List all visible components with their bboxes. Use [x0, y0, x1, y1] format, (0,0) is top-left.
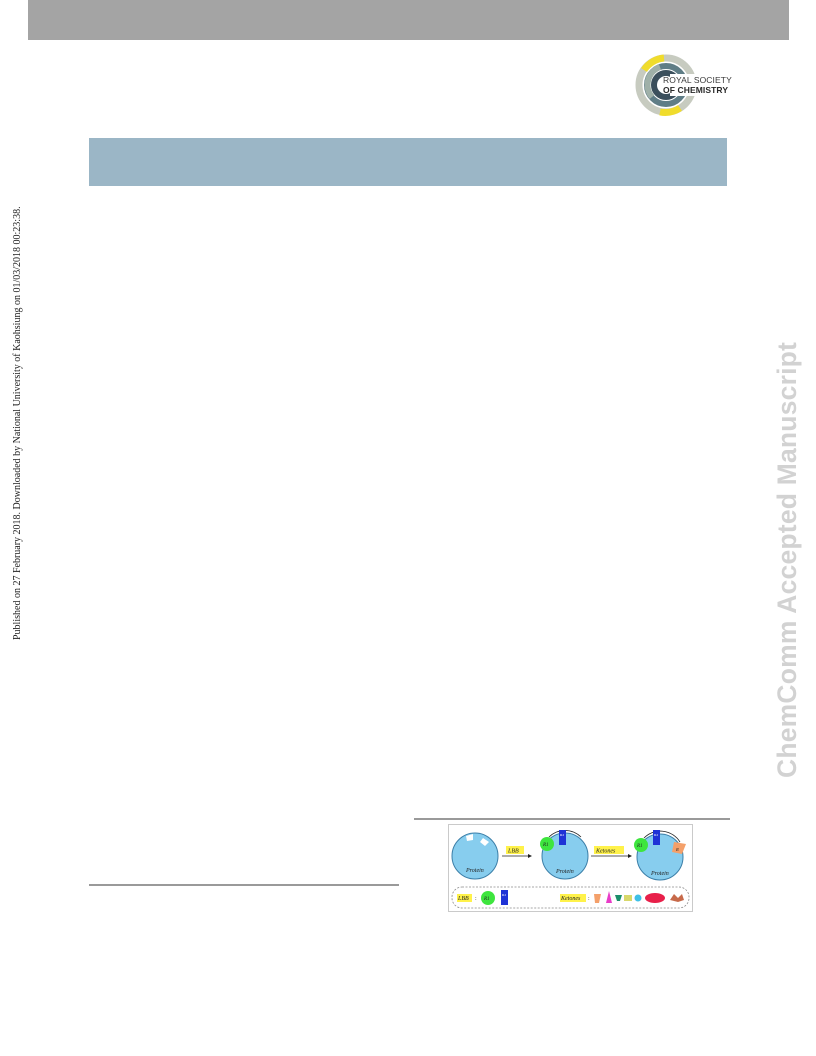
arrow-head-2-icon	[628, 854, 632, 858]
r2-label-2: R2	[654, 833, 658, 837]
column-divider-rule	[89, 884, 399, 886]
r1-label-2: R1	[636, 844, 643, 849]
legend-r2-icon	[501, 890, 508, 905]
protein-label-3: Protein	[650, 871, 669, 877]
r1-group-icon	[540, 837, 554, 851]
step-1-label: LBB	[507, 849, 519, 855]
ketone-shape-1-icon	[594, 894, 601, 903]
logo-line-1: ROYAL SOCIETY	[663, 75, 732, 85]
legend-colon-1: :	[475, 896, 477, 902]
legend-r1-icon	[481, 891, 495, 905]
r2-group-icon	[653, 830, 660, 845]
legend-ketones-label: Ketones	[560, 896, 581, 902]
rsc-logo-text: ROYAL SOCIETY OF CHEMISTRY	[663, 75, 732, 95]
accepted-manuscript-watermark: ChemComm Accepted Manuscript	[772, 341, 802, 778]
r2-group-icon	[559, 830, 566, 845]
protein-with-ketone: R1 R2 R Protein	[634, 830, 686, 881]
legend-r2-label: R2	[502, 893, 506, 897]
ketone-shape-5-icon	[634, 894, 642, 902]
publication-note: Published on 27 February 2018. Downloade…	[12, 206, 23, 640]
ketone-shape-7-icon	[670, 894, 684, 902]
rsc-logo-icon	[635, 54, 730, 116]
graphical-abstract-figure: Protein LBB R1 R2 Protein Ketones R1 R2 …	[448, 824, 693, 912]
article-header-banner	[89, 138, 727, 186]
top-bar	[28, 0, 789, 40]
ketone-shape-6-icon	[645, 893, 665, 903]
legend-r1-label: R1	[483, 897, 490, 902]
figure-top-rule	[414, 818, 730, 820]
figure-legend: LBB : R1 R2 Ketones :	[451, 886, 690, 909]
r1-label-1: R1	[542, 843, 549, 848]
ketone-shape-3-icon	[615, 895, 622, 901]
ketone-group-icon	[672, 842, 686, 854]
r-label: R	[675, 847, 679, 852]
legend-colon-2: :	[588, 896, 590, 902]
legend-lbb-label: LBB	[457, 896, 469, 902]
ketone-shape-2-icon	[606, 891, 612, 903]
logo-line-2: OF CHEMISTRY	[663, 84, 729, 95]
r1-group-icon	[634, 838, 648, 852]
r2-label-1: R2	[560, 833, 564, 837]
protein-label-2: Protein	[555, 869, 574, 875]
step-1-label-bg	[506, 846, 524, 854]
ketone-shape-4-icon	[624, 895, 632, 901]
protein-with-lbb: R1 R2 Protein	[540, 830, 589, 880]
arrow-head-1-icon	[528, 854, 532, 858]
protein-label-1: Protein	[465, 868, 484, 874]
protein-empty: Protein	[451, 832, 499, 880]
step-2-label-bg	[594, 846, 624, 854]
step-2-label: Ketones	[595, 849, 616, 855]
